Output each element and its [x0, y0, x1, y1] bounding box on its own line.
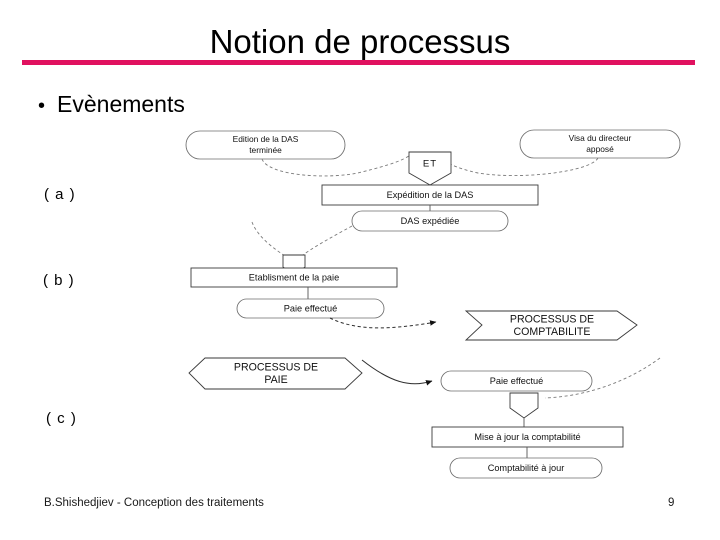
- bullet-list-item-evenements: • Evènements: [38, 90, 185, 118]
- node-processus-comptabilite: PROCESSUS DE COMPTABILITE: [464, 310, 638, 341]
- title-underline-rule: [22, 60, 695, 65]
- node-visa-directeur-label-line2: apposé: [586, 144, 614, 154]
- node-synchro-c: [509, 392, 539, 419]
- node-expedition-das-label: Expédition de la DAS: [387, 190, 474, 200]
- footer-page-number: 9: [668, 497, 675, 509]
- node-etablisment-paie-label: Etablisment de la paie: [249, 272, 339, 282]
- page-title: Notion de processus: [209, 23, 511, 60]
- node-expedition-das: Expédition de la DAS: [321, 184, 539, 206]
- row-label-b: ( b ): [43, 272, 75, 289]
- node-edition-das-terminee: Edition de la DAS terminée: [185, 130, 346, 160]
- node-paie-effectue-c: Paie effectué: [440, 370, 593, 392]
- node-paie-effectue-c-label: Paie effectué: [490, 376, 543, 386]
- bullet-dot-icon: •: [38, 95, 46, 117]
- node-das-expediee: DAS expédiée: [351, 210, 509, 232]
- node-paie-effectue-b-label: Paie effectué: [284, 303, 337, 313]
- node-processus-comptabilite-line1: PROCESSUS DE: [510, 313, 594, 325]
- node-etablisment-paie: Etablisment de la paie: [190, 267, 398, 288]
- node-processus-comptabilite-line2: COMPTABILITE: [514, 326, 591, 338]
- node-synchro-et: ET: [408, 151, 452, 186]
- node-visa-directeur-appose: Visa du directeur apposé: [519, 129, 681, 159]
- node-paie-effectue-b: Paie effectué: [236, 298, 385, 319]
- node-processus-paie: PROCESSUS DE PAIE: [188, 357, 363, 390]
- footer-author-text: B.Shishedjiev - Conception des traitemen…: [44, 497, 264, 509]
- row-label-c: ( c ): [46, 410, 77, 427]
- node-processus-paie-line1: PROCESSUS DE: [234, 361, 318, 373]
- node-processus-paie-line2: PAIE: [264, 374, 287, 386]
- bullet-label: Evènements: [57, 91, 185, 117]
- node-mise-a-jour-label: Mise à jour la comptabilité: [474, 432, 580, 442]
- node-visa-directeur-label-line1: Visa du directeur: [569, 133, 632, 143]
- node-edition-das-label-line2: terminée: [249, 145, 282, 155]
- node-comptabilite-a-jour-label: Comptabilité à jour: [488, 463, 565, 473]
- node-edition-das-label-line1: Edition de la DAS: [233, 134, 299, 144]
- node-das-expediee-label: DAS expédiée: [401, 216, 460, 226]
- node-comptabilite-a-jour: Comptabilité à jour: [449, 457, 603, 479]
- node-synchro-et-label: ET: [423, 159, 437, 170]
- node-mise-a-jour-comptabilite: Mise à jour la comptabilité: [431, 426, 624, 448]
- row-label-a: ( a ): [44, 186, 76, 203]
